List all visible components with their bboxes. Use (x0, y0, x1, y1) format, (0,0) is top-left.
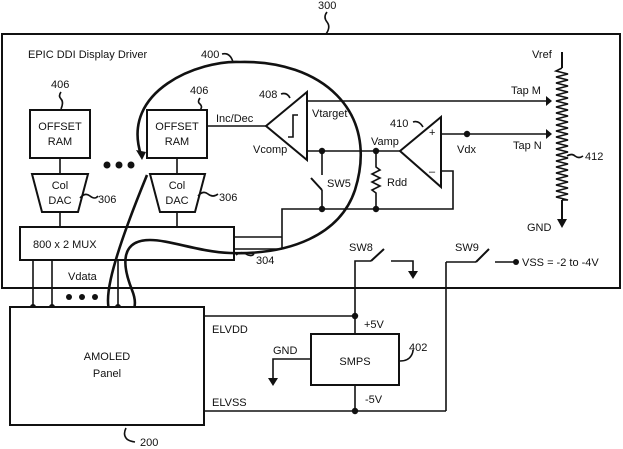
smps-gnd-label: GND (273, 345, 298, 357)
col-dac-right-leader (198, 192, 218, 196)
ellipsis-dot (128, 162, 135, 169)
amp-plus-label: + (429, 127, 435, 139)
offset-ram-right-box (147, 110, 207, 158)
vdata-label: Vdata (68, 271, 98, 283)
resistor-ladder-412 (556, 68, 568, 200)
offset-ram-left-ref: 406 (51, 79, 69, 91)
tap-m-label: Tap M (511, 85, 541, 97)
vdx-label: Vdx (457, 144, 476, 156)
col-dac-right-ref: 306 (219, 192, 237, 204)
sw8-gnd-arrow-icon (408, 271, 418, 279)
panel-leader (125, 428, 136, 442)
smps-minus5-label: -5V (365, 394, 383, 406)
junction-dot (373, 206, 379, 212)
offset-ram-right-line2: RAM (165, 136, 189, 148)
junction-dot (352, 408, 358, 414)
offset-ram-right-line1: OFFSET (155, 121, 199, 133)
amplifier-leader (413, 122, 423, 127)
vref-label: Vref (532, 49, 553, 61)
smps-gnd-arrow-icon (268, 378, 278, 386)
amp-minus-label: – (429, 166, 436, 178)
panel-ref: 200 (140, 437, 158, 449)
amoled-panel-box (10, 307, 204, 425)
junction-dot (319, 206, 325, 212)
col-dac-left-line2: DAC (48, 195, 71, 207)
comparator-leader (281, 94, 290, 99)
tap-n-label: Tap N (513, 140, 542, 152)
mux-label: 800 x 2 MUX (33, 239, 97, 251)
resistor-rdd (372, 151, 380, 209)
gnd-arrow-icon (557, 219, 567, 228)
vdx-node-dot (464, 131, 470, 137)
mux-ref: 304 (256, 255, 274, 267)
outer-ref-leader (325, 12, 329, 34)
elvss-label: ELVSS (212, 397, 247, 409)
smps-label: SMPS (339, 356, 370, 368)
vss-node-dot (513, 259, 519, 265)
vss-label: VSS = -2 to -4V (522, 257, 599, 269)
smps-plus5-label: +5V (364, 319, 385, 331)
outer-ref-label: 300 (318, 0, 336, 12)
panel-line2: Panel (93, 368, 121, 380)
ellipsis-dot (66, 294, 72, 300)
offset-ram-left-line2: RAM (48, 136, 72, 148)
offset-ram-left-box (30, 110, 90, 158)
vamp-label: Vamp (371, 136, 399, 148)
sw5-label: SW5 (327, 178, 351, 190)
elvdd-label: ELVDD (212, 324, 248, 336)
loop-ref: 400 (201, 49, 219, 61)
col-dac-left-ref: 306 (98, 194, 116, 206)
offset-ram-right-ref: 406 (190, 85, 208, 97)
offset-ram-left-line1: OFFSET (38, 121, 82, 133)
comparator-ref: 408 (259, 89, 277, 101)
rdd-label: Rdd (387, 177, 407, 189)
vtarget-label: Vtarget (312, 108, 347, 120)
ellipsis-dot (116, 162, 123, 169)
loop-arrow-icon (136, 150, 146, 160)
col-dac-left-line1: Col (52, 180, 69, 192)
ellipsis-dot (104, 162, 111, 169)
switch-sw8 (371, 249, 384, 261)
driver-title: EPIC DDI Display Driver (28, 49, 148, 61)
col-dac-right-line2: DAC (165, 195, 188, 207)
wire-sw8-gnd (391, 261, 413, 272)
resistor-ladder-zigzag (556, 68, 568, 200)
inc-dec-label: Inc/Dec (216, 113, 254, 125)
ladder-gnd-label: GND (527, 222, 552, 234)
tap-m-arrow-icon (546, 96, 552, 106)
amplifier-ref: 410 (390, 118, 408, 130)
ellipsis-dot (79, 294, 85, 300)
sw8-label: SW8 (349, 242, 373, 254)
tap-n-arrow-icon (546, 129, 552, 139)
ladder-leader (567, 155, 583, 158)
offset-ram-right-leader (199, 98, 202, 110)
ellipsis-dot (92, 294, 98, 300)
panel-line1: AMOLED (84, 351, 131, 363)
smps-ref: 402 (409, 342, 427, 354)
wire-feedback (282, 171, 453, 249)
switch-sw5 (311, 178, 322, 190)
vcomp-label: Vcomp (253, 144, 287, 156)
offset-ram-left-leader (60, 92, 63, 109)
sw9-label: SW9 (455, 242, 479, 254)
wire-smps-gnd (273, 359, 311, 380)
col-dac-right-line1: Col (169, 180, 186, 192)
ladder-ref: 412 (585, 151, 603, 163)
